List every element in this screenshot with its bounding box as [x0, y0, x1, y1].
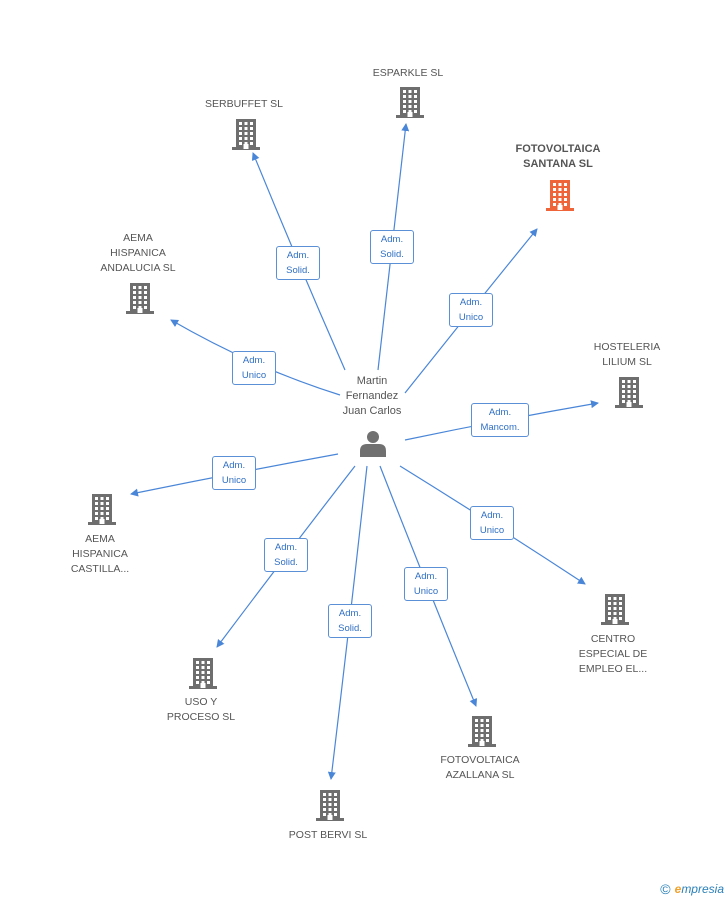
company-label-line: EMPLEO EL...	[578, 663, 648, 675]
company-label-uso-proceso[interactable]: USO Y PROCESO SL	[141, 695, 261, 725]
building-icon[interactable]	[189, 658, 217, 689]
relation-label-serbuffet[interactable]: Adm. Solid.	[276, 246, 320, 280]
relation-label-esparkle[interactable]: Adm. Solid.	[370, 230, 414, 264]
company-label-aema-castilla[interactable]: AEMA HISPANICA CASTILLA...	[40, 532, 160, 577]
company-label-line: CASTILLA...	[70, 563, 130, 575]
relation-label-line: Adm.	[380, 234, 404, 245]
building-icon[interactable]	[126, 283, 154, 314]
relation-label-line: Adm.	[338, 608, 362, 619]
company-label-line: FOTOVOLTAICA	[440, 754, 520, 766]
relation-label-line: Adm.	[274, 542, 298, 553]
company-label-line: FOTOVOLTAICA	[515, 143, 601, 155]
company-label-fotovoltaica-azallana[interactable]: FOTOVOLTAICA AZALLANA SL	[420, 753, 540, 783]
company-label-centro-especial[interactable]: CENTRO ESPECIAL DE EMPLEO EL...	[553, 632, 673, 677]
building-icon[interactable]	[316, 790, 344, 821]
company-label-line: ANDALUCIA SL	[100, 262, 176, 274]
company-label-line: SANTANA SL	[523, 158, 593, 170]
building-icon[interactable]	[396, 87, 424, 118]
relation-label-line: Unico	[241, 370, 267, 381]
relation-label-line: Unico	[479, 525, 505, 536]
company-label-line: SERBUFFET SL	[205, 98, 283, 110]
building-icon[interactable]	[232, 119, 260, 150]
relation-label-line: Mancom.	[480, 422, 520, 433]
relation-label-line: Solid.	[338, 623, 362, 634]
company-label-line: PROCESO SL	[166, 711, 236, 723]
company-label-line: HISPANICA	[110, 247, 166, 259]
relation-label-line: Adm.	[414, 571, 438, 582]
company-label-line: HOSTELERIA	[593, 341, 661, 353]
brand-initial: e	[674, 882, 682, 896]
center-person-name: Martin Fernandez Juan Carlos	[322, 374, 422, 419]
company-label-line: HISPANICA	[72, 548, 128, 560]
relation-label-uso-proceso[interactable]: Adm. Solid.	[264, 538, 308, 572]
building-icon[interactable]	[601, 594, 629, 625]
relation-label-line: Adm.	[286, 250, 310, 261]
relation-label-line: Unico	[221, 475, 247, 486]
relation-label-line: Adm.	[480, 510, 504, 521]
relation-label-line: Unico	[458, 312, 484, 323]
company-label-serbuffet[interactable]: SERBUFFET SL	[184, 97, 304, 112]
center-name-line: Fernandez	[345, 390, 399, 402]
brand-logo[interactable]: empresia	[675, 882, 724, 896]
relation-label-fotovoltaica-santana[interactable]: Adm. Unico	[449, 293, 493, 327]
company-label-aema-andalucia[interactable]: AEMA HISPANICA ANDALUCIA SL	[78, 231, 198, 276]
relation-label-line: Solid.	[380, 249, 404, 260]
building-icon[interactable]	[88, 494, 116, 525]
building-icon[interactable]	[546, 180, 574, 211]
company-label-post-bervi[interactable]: POST BERVI SL	[268, 828, 388, 843]
footer-credit[interactable]: © empresia	[660, 881, 724, 897]
person-icon[interactable]	[360, 431, 386, 457]
company-label-line: AZALLANA SL	[445, 769, 515, 781]
relation-label-post-bervi[interactable]: Adm. Solid.	[328, 604, 372, 638]
company-label-line: AEMA	[123, 232, 153, 244]
company-label-line: POST BERVI SL	[288, 829, 368, 841]
relation-label-line: Solid.	[274, 557, 298, 568]
company-label-esparkle[interactable]: ESPARKLE SL	[348, 66, 468, 81]
building-icon[interactable]	[468, 716, 496, 747]
company-label-line: ESPECIAL DE	[578, 648, 648, 660]
copyright-icon: ©	[660, 881, 671, 897]
company-label-line: LILIUM SL	[602, 356, 652, 368]
company-label-hosteleria-lilium[interactable]: HOSTELERIA LILIUM SL	[567, 340, 687, 370]
company-label-line: USO Y	[184, 696, 218, 708]
relation-label-aema-castilla[interactable]: Adm. Unico	[212, 456, 256, 490]
relation-label-hosteleria-lilium[interactable]: Adm. Mancom.	[471, 403, 529, 437]
relation-label-line: Adm.	[459, 297, 483, 308]
relation-label-centro-especial[interactable]: Adm. Unico	[470, 506, 514, 540]
relation-label-fotovoltaica-azallana[interactable]: Adm. Unico	[404, 567, 448, 601]
brand-name: mpresia	[681, 882, 724, 896]
relation-label-line: Adm.	[242, 355, 266, 366]
relation-label-line: Solid.	[286, 265, 310, 276]
company-label-line: CENTRO	[590, 633, 636, 645]
company-label-line: AEMA	[85, 533, 115, 545]
relation-label-line: Unico	[413, 586, 439, 597]
relation-label-line: Adm.	[222, 460, 246, 471]
relation-label-line: Adm.	[488, 407, 512, 418]
relation-label-aema-andalucia[interactable]: Adm. Unico	[232, 351, 276, 385]
center-name-line: Martin	[356, 375, 388, 387]
company-label-fotovoltaica-santana[interactable]: FOTOVOLTAICA SANTANA SL	[498, 142, 618, 172]
building-icon[interactable]	[615, 377, 643, 408]
company-label-line: ESPARKLE SL	[372, 67, 444, 79]
center-name-line: Juan Carlos	[342, 405, 402, 417]
